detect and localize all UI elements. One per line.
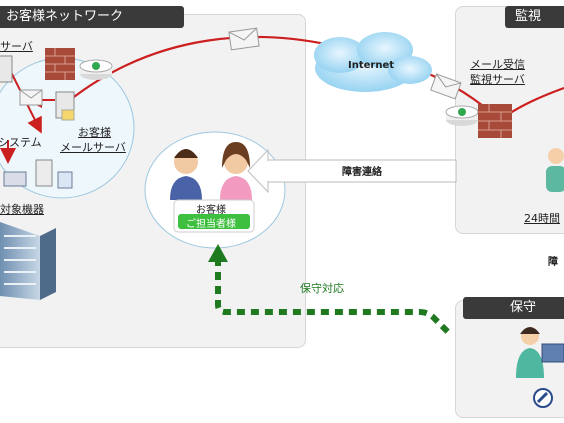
customer-mail-server-label-2: メールサーバ bbox=[60, 141, 126, 154]
fault-notice-label-2: 障 bbox=[548, 257, 558, 268]
fault-notice-label: 障害連絡 bbox=[342, 167, 382, 178]
fault-notice-arrow bbox=[247, 148, 457, 194]
envelope-icon-2 bbox=[19, 89, 43, 106]
maintenance-panel-title: 保守 bbox=[463, 297, 564, 319]
server-label: サーバ bbox=[0, 40, 33, 53]
customer-contact-people-icon bbox=[170, 142, 252, 200]
building-icon bbox=[0, 222, 56, 300]
contact-badge-green bbox=[178, 214, 250, 229]
monitoring-center-title: 監視 bbox=[505, 6, 564, 28]
customer-mail-server-label-1: お客様 bbox=[78, 126, 111, 139]
contact-line-2: ご担当者様 bbox=[186, 219, 236, 230]
wrench-icon bbox=[533, 388, 553, 408]
mail-server-icon bbox=[55, 91, 75, 121]
monitoring-mail-server-label-1: メール受信 bbox=[470, 58, 525, 71]
maintenance-path bbox=[215, 258, 453, 337]
internet-label: Internet bbox=[348, 60, 395, 71]
server-icon bbox=[0, 55, 13, 83]
router-icon bbox=[79, 59, 113, 80]
envelope-icon bbox=[228, 27, 260, 51]
contact-line-1: お客様 bbox=[196, 205, 226, 216]
internet-cloud-icon bbox=[314, 32, 432, 92]
firewall-icon bbox=[45, 48, 75, 80]
system-label: システム bbox=[0, 136, 42, 149]
maintenance-engineer-icon bbox=[516, 327, 564, 378]
devices-label: 対象機器 bbox=[0, 203, 44, 216]
monitoring-router-icon bbox=[445, 105, 479, 126]
monitoring-staff-icon bbox=[546, 148, 564, 192]
monitoring-staff-label: 24時間 bbox=[524, 212, 560, 225]
monitoring-firewall-icon bbox=[478, 104, 512, 138]
device-icons bbox=[3, 159, 73, 189]
monitoring-mail-server-label-2: 監視サーバ bbox=[470, 73, 525, 86]
maintenance-label: 保守対応 bbox=[300, 282, 344, 295]
customer-network-title: お客様ネットワーク bbox=[0, 6, 184, 28]
envelope-icon-3 bbox=[430, 73, 462, 100]
maintenance-arrow-head bbox=[208, 244, 228, 262]
